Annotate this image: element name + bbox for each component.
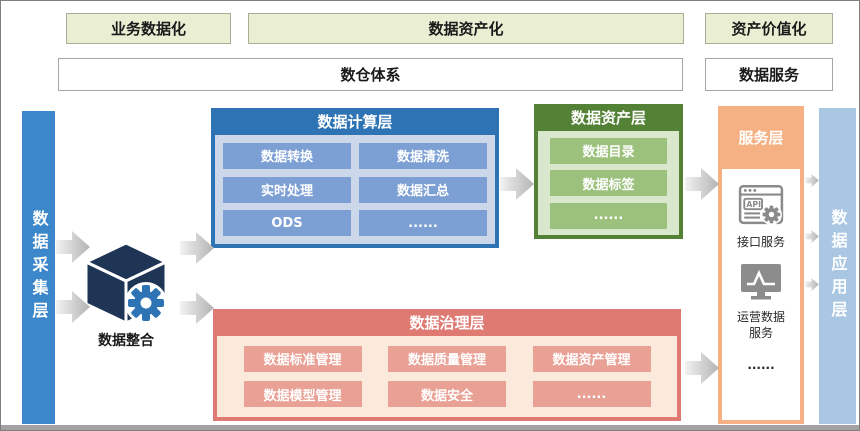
service-layer-body: API 接口服务 bbox=[722, 169, 800, 420]
governance-layer-title: 数据治理层 bbox=[409, 314, 485, 332]
compute-cell: 实时处理 bbox=[223, 176, 351, 203]
service-layer-title: 服务层 bbox=[738, 129, 784, 147]
governance-layer-body: 数据标准管理 数据质量管理 数据资产管理 数据模型管理 数据安全 ...... bbox=[217, 336, 677, 417]
compute-cell: ...... bbox=[359, 210, 487, 237]
asset-cell: 数据目录 bbox=[550, 137, 667, 164]
compute-cell: ODS bbox=[223, 210, 351, 237]
data-application-layer-bar: 数据应用层 bbox=[819, 108, 856, 424]
asset-layer-box: 数据资产层 数据目录 数据标签 ...... bbox=[534, 104, 683, 239]
bottom-rule bbox=[1, 425, 859, 430]
svg-text:API: API bbox=[746, 200, 761, 209]
phase-box-asset-valuation: 资产价值化 bbox=[705, 13, 833, 44]
phase-box-data-assetization: 数据资产化 bbox=[248, 13, 684, 44]
arrow-compute-to-asset bbox=[500, 168, 534, 200]
asset-cell: 数据标签 bbox=[550, 170, 667, 196]
arrow-collection-to-integration bbox=[56, 291, 90, 323]
system-box-data-warehouse: 数仓体系 bbox=[58, 58, 683, 91]
arrow-governance-to-service bbox=[685, 352, 719, 384]
arrow-service-to-application bbox=[805, 174, 819, 187]
governance-cell: ...... bbox=[532, 381, 651, 408]
service-layer-box: 服务层 API bbox=[718, 106, 804, 424]
api-icon: API bbox=[738, 181, 784, 227]
governance-cell: 数据标准管理 bbox=[243, 345, 362, 372]
cube-gear-icon bbox=[80, 239, 172, 325]
system-box-data-service: 数据服务 bbox=[705, 58, 833, 91]
arrow-service-to-application bbox=[805, 230, 819, 243]
compute-cell: 数据转换 bbox=[223, 142, 351, 169]
asset-layer-title: 数据资产层 bbox=[570, 109, 646, 127]
integration-label: 数据整合 bbox=[98, 333, 154, 349]
compute-layer-box: 数据计算层 数据转换 数据清洗 实时处理 数据汇总 ODS ...... bbox=[211, 108, 499, 248]
compute-cell: 数据汇总 bbox=[359, 176, 487, 203]
service-item-label: 运营数据服务 bbox=[736, 310, 785, 341]
monitor-chart-icon bbox=[738, 262, 784, 302]
arrow-collection-to-integration bbox=[56, 231, 90, 263]
arrow-service-to-application bbox=[805, 278, 819, 291]
arrow-asset-to-service bbox=[685, 168, 719, 200]
governance-cell: 数据模型管理 bbox=[243, 381, 362, 408]
governance-cell: 数据安全 bbox=[388, 381, 506, 408]
service-item-label: 接口服务 bbox=[736, 235, 785, 249]
service-item-label: ...... bbox=[747, 357, 775, 372]
asset-layer-body: 数据目录 数据标签 ...... bbox=[538, 131, 679, 235]
compute-layer-body: 数据转换 数据清洗 实时处理 数据汇总 ODS ...... bbox=[215, 135, 495, 244]
governance-layer-box: 数据治理层 数据标准管理 数据质量管理 数据资产管理 数据模型管理 数据安全 .… bbox=[213, 309, 681, 421]
governance-cell: 数据资产管理 bbox=[532, 345, 651, 372]
compute-cell: 数据清洗 bbox=[359, 142, 487, 169]
phase-box-business-digitization: 业务数据化 bbox=[66, 13, 231, 44]
compute-layer-title: 数据计算层 bbox=[317, 113, 393, 131]
arrow-integration-to-governance bbox=[180, 292, 214, 324]
governance-cell: 数据质量管理 bbox=[388, 345, 506, 372]
data-collection-layer-bar: 数据采集层 bbox=[22, 111, 55, 424]
asset-cell: ...... bbox=[550, 202, 667, 229]
arrow-integration-to-compute bbox=[180, 232, 214, 264]
